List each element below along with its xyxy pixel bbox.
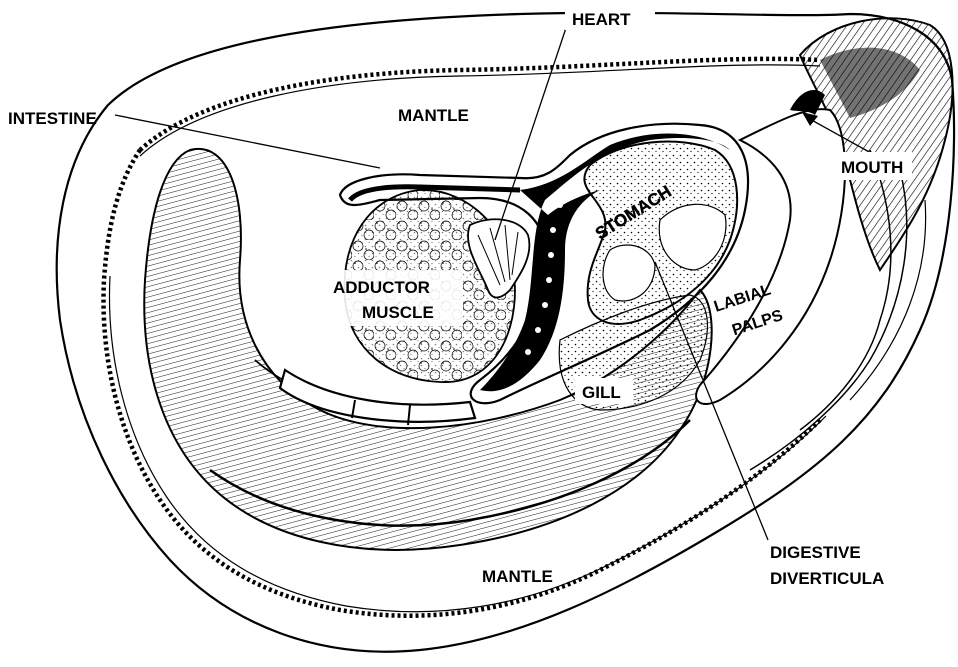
label-mantle-bottom: MANTLE xyxy=(482,567,553,586)
label-intestine: INTESTINE xyxy=(8,109,97,128)
label-digestive-line2: DIVERTICULA xyxy=(770,569,884,588)
label-mouth: MOUTH xyxy=(841,158,903,177)
label-mantle-top: MANTLE xyxy=(398,106,469,125)
label-heart: HEART xyxy=(572,10,631,29)
label-gill: GILL xyxy=(582,383,621,402)
label-adductor-line1: ADDUCTOR xyxy=(333,278,430,297)
label-digestive-line1: DIGESTIVE xyxy=(770,543,861,562)
label-adductor-line2: MUSCLE xyxy=(362,303,434,322)
